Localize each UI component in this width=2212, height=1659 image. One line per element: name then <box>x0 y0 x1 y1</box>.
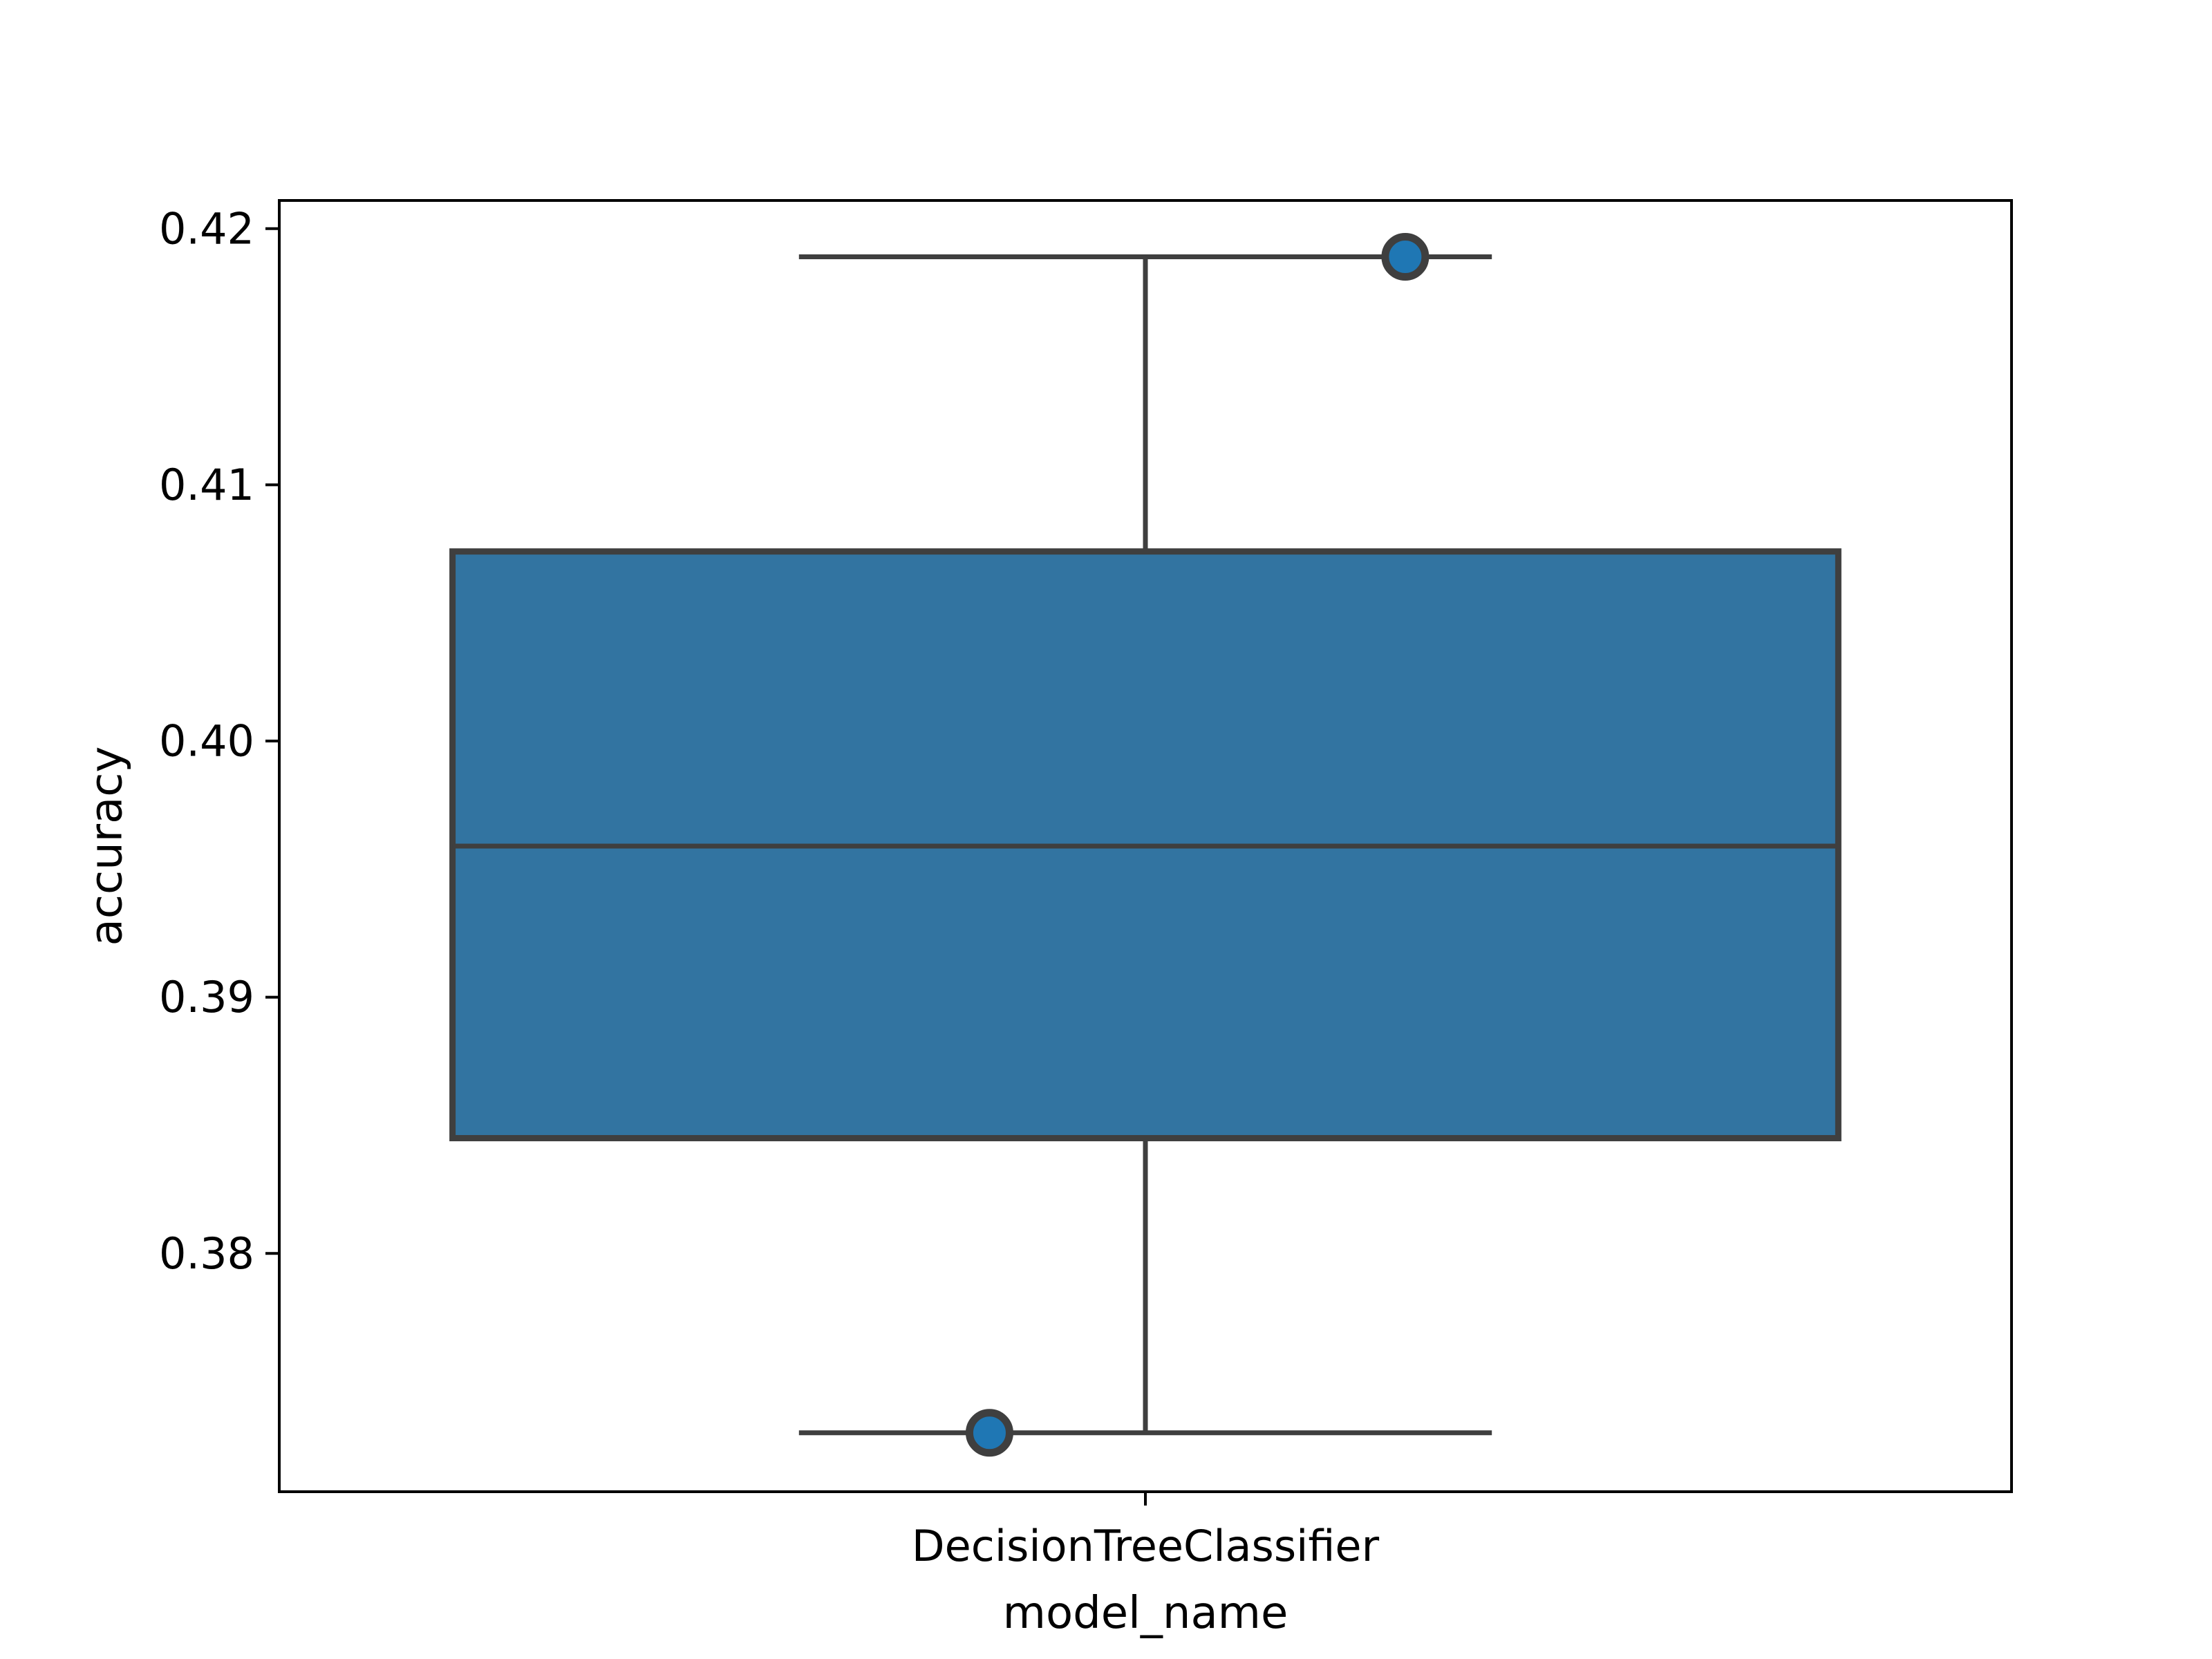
y-axis-label: accuracy <box>82 747 133 946</box>
y-tick-label: 0.38 <box>159 1228 254 1279</box>
y-tick-label: 0.39 <box>159 972 254 1022</box>
y-tick-label: 0.42 <box>159 203 254 254</box>
x-tick-label: DecisionTreeClassifier <box>912 1521 1380 1571</box>
data-point <box>1381 233 1430 281</box>
y-tick-label: 0.40 <box>159 716 254 767</box>
data-point <box>965 1409 1013 1457</box>
y-tick-label: 0.41 <box>159 460 254 510</box>
x-axis-label: model_name <box>1003 1588 1288 1639</box>
